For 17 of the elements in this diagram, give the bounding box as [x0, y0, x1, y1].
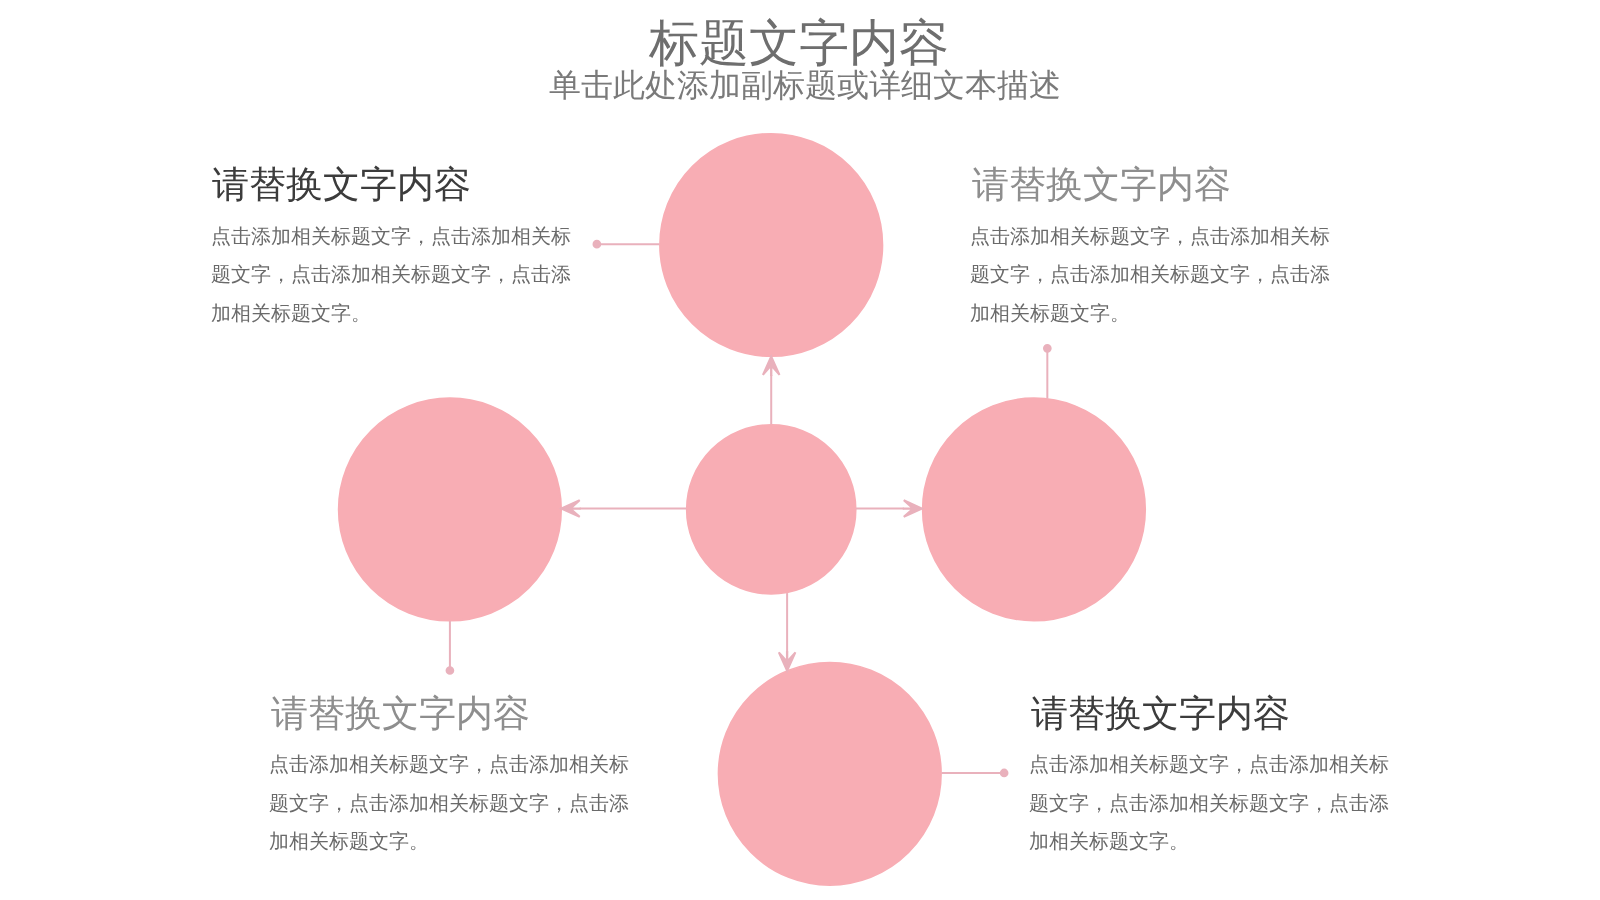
connector	[445, 621, 454, 675]
node-text: 请替换文字内容 点击添加相关标题文字，点击添加相关标题文字，点击添加相关标题文字，点击添加相关标题文字。	[268, 692, 629, 854]
arrow	[855, 499, 923, 518]
node-text: 请替换文字内容 点击添加相关标题文字，点击添加相关标题文字，点击添加相关标题文字，点击添加相关标题文字。	[210, 163, 571, 325]
node-circle	[685, 424, 857, 595]
arrow	[761, 355, 780, 425]
node-circle	[337, 397, 562, 622]
node-circle	[658, 132, 883, 358]
connector	[592, 239, 660, 249]
arrow	[559, 499, 686, 518]
node-circle	[717, 661, 942, 886]
node-text: 请替换文字内容 点击添加相关标题文字，点击添加相关标题文字，点击添加相关标题文字，点击添加相关标题文字。	[1028, 692, 1389, 854]
arrow	[777, 593, 796, 672]
connector	[940, 768, 1008, 778]
node-circle	[921, 397, 1146, 622]
node-text: 请替换文字内容 点击添加相关标题文字，点击添加相关标题文字，点击添加相关标题文字，点击添加相关标题文字。	[969, 163, 1330, 325]
connector	[1042, 343, 1052, 399]
